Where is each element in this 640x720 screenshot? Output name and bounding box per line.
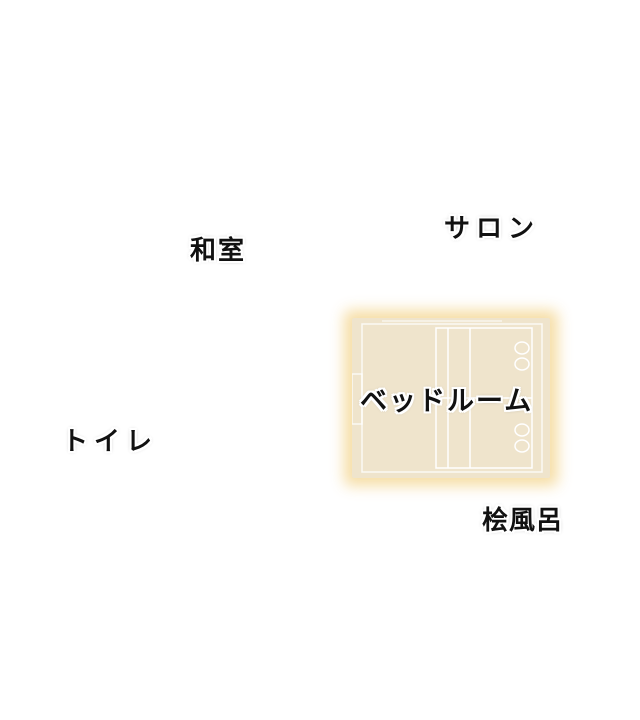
room-label-salon[interactable]: サロン xyxy=(444,214,541,244)
room-label-bath[interactable]: 桧風呂 xyxy=(482,506,564,536)
room-label-washitsu[interactable]: 和室 xyxy=(190,236,247,266)
bed-floorplan-icon xyxy=(352,320,543,473)
room-label-bedroom[interactable]: ベッドルーム xyxy=(360,386,534,417)
room-label-toilet[interactable]: トイレ xyxy=(62,427,159,457)
bedroom-area[interactable] xyxy=(352,318,550,478)
